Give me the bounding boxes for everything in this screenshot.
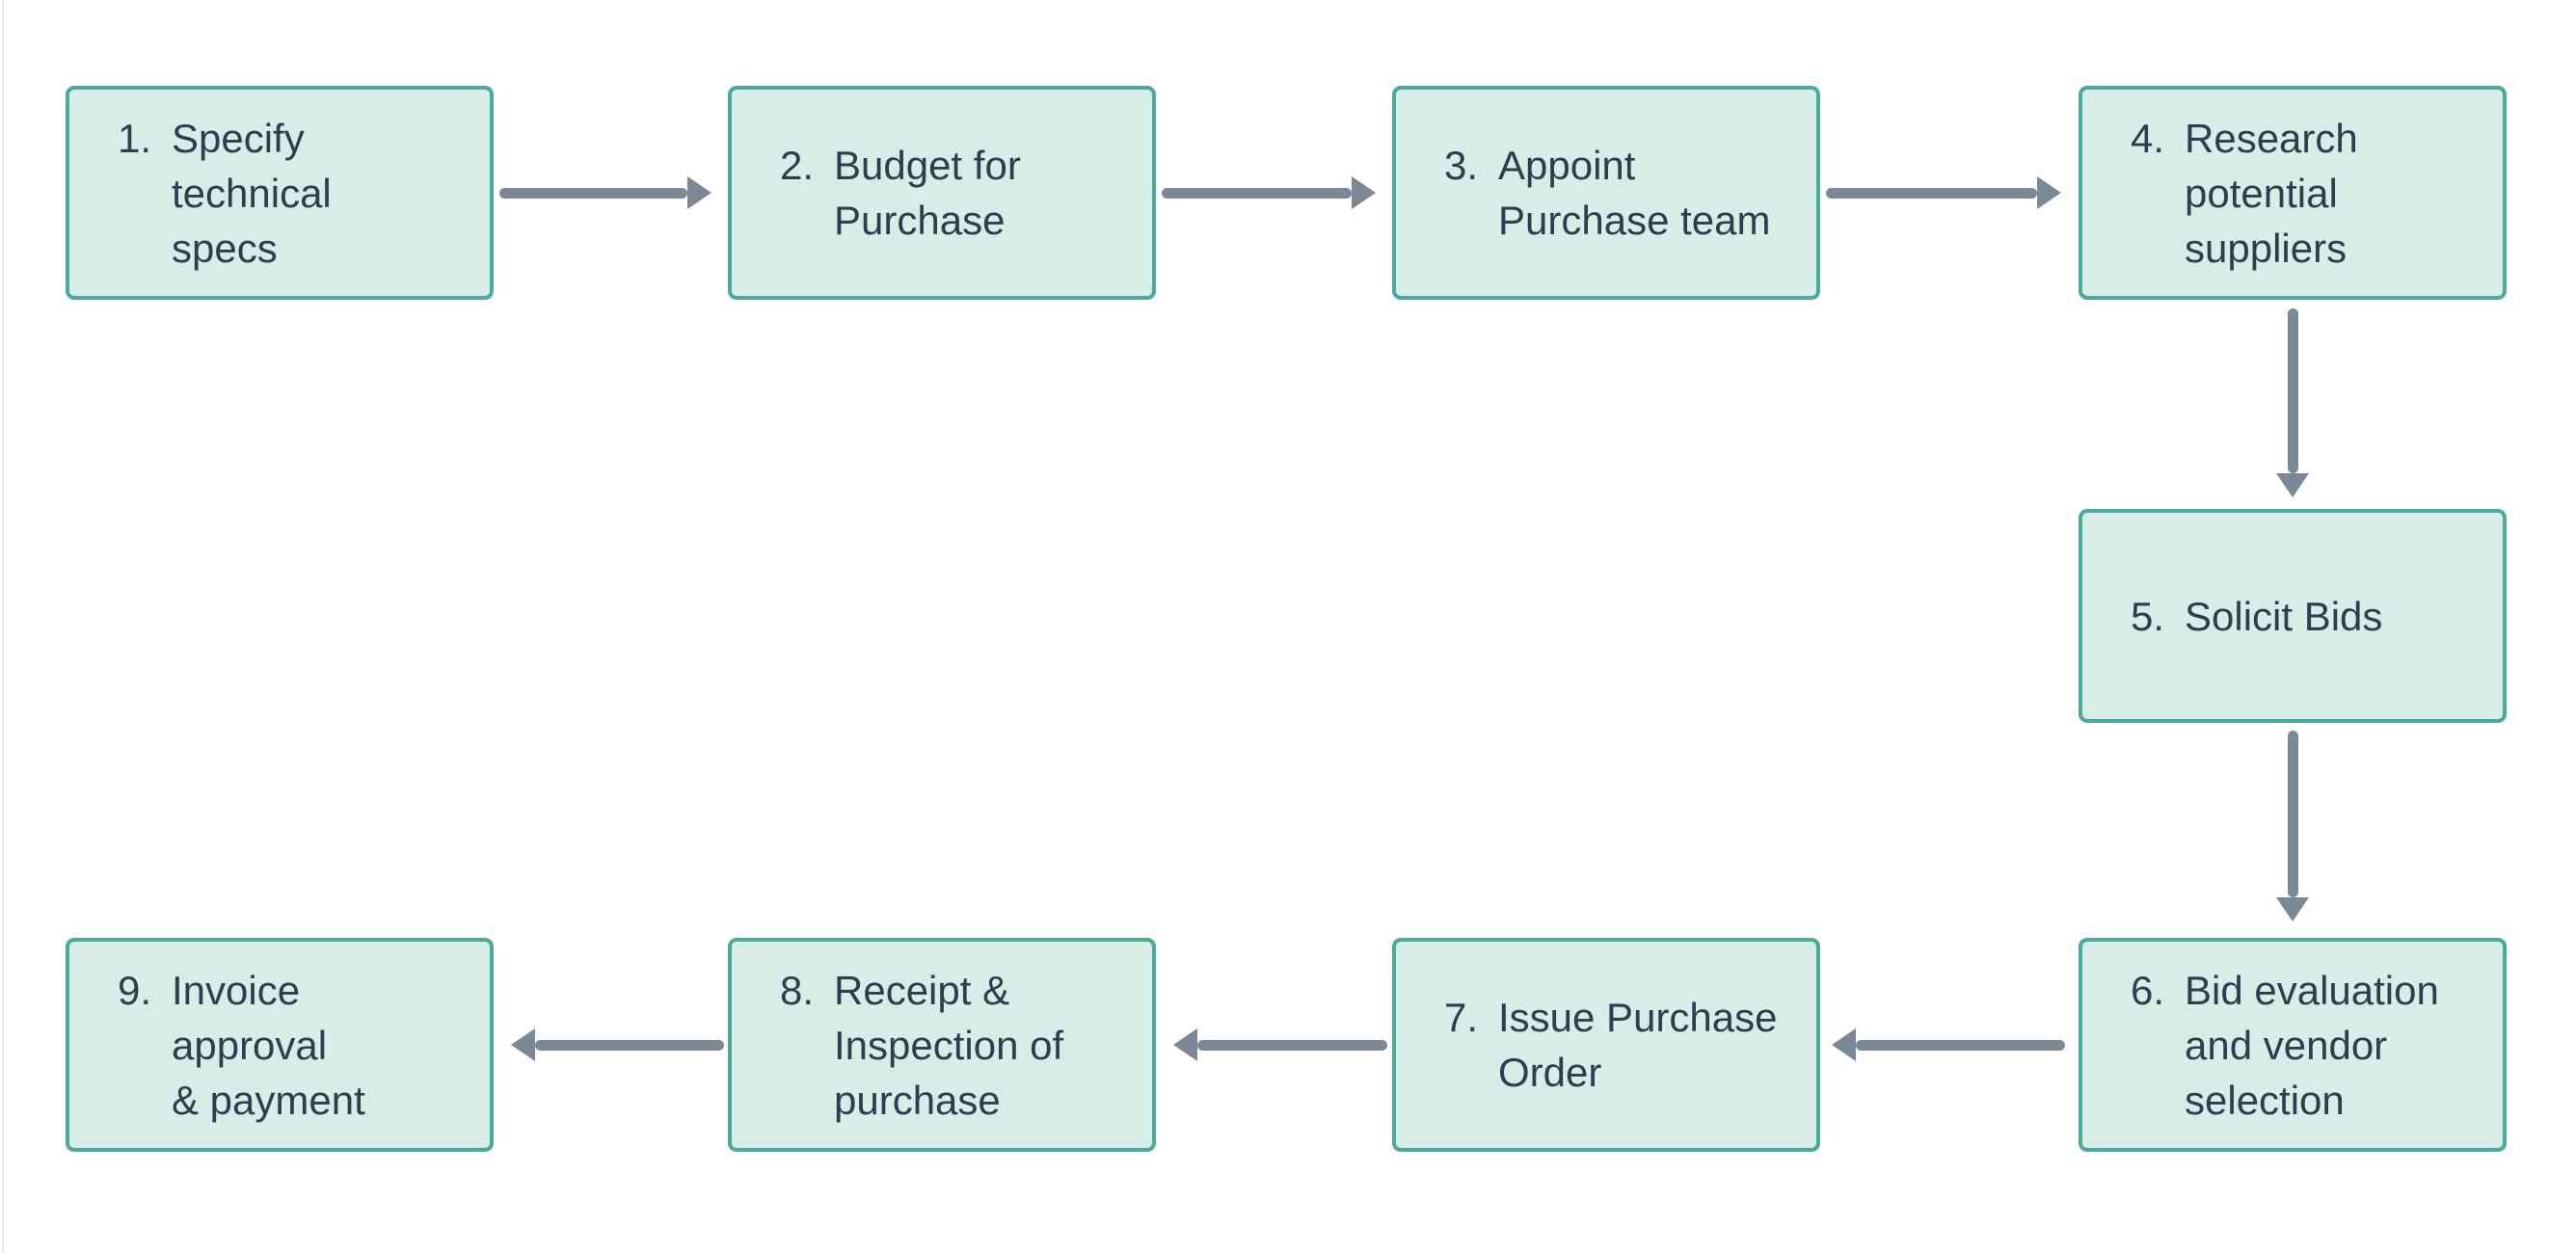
- flow-arrow-4-5: [2275, 308, 2310, 497]
- flow-step-9: 9. Invoice approval & payment: [66, 938, 494, 1152]
- step-5-text: 5. Solicit Bids: [2131, 589, 2382, 644]
- flow-step-8: 8. Receipt & Inspection of purchase: [728, 938, 1156, 1152]
- step-label: Specify technical specs: [172, 115, 332, 271]
- flow-step-2: 2. Budget for Purchase: [728, 86, 1156, 300]
- step-2-text: 2. Budget for Purchase: [780, 138, 1021, 248]
- step-label: Appoint Purchase team: [1498, 143, 1771, 243]
- step-label: Bid evaluation and vendor selection: [2185, 967, 2439, 1123]
- step-number: 4.: [2131, 115, 2165, 161]
- flow-arrow-7-8: [1173, 1027, 1387, 1062]
- step-6-text: 6. Bid evaluation and vendor selection: [2131, 963, 2439, 1128]
- flow-step-3: 3. Appoint Purchase team: [1392, 86, 1820, 300]
- step-label: Solicit Bids: [2185, 593, 2383, 639]
- step-number: 7.: [1444, 995, 1479, 1040]
- step-label: Research potential suppliers: [2185, 115, 2358, 271]
- step-1-text: 1. Specify technical specs: [118, 111, 465, 276]
- step-label: Issue Purchase Order: [1498, 995, 1778, 1095]
- step-number: 6.: [2131, 967, 2165, 1013]
- flow-arrow-5-6: [2275, 731, 2310, 921]
- arrow-shaft: [499, 187, 687, 199]
- arrow-shaft: [1856, 1039, 2065, 1051]
- arrow-shaft: [535, 1039, 724, 1051]
- step-number: 8.: [780, 967, 815, 1013]
- arrow-shaft: [1826, 187, 2037, 199]
- arrowhead-left-icon: [511, 1028, 535, 1061]
- arrowhead-down-icon: [2276, 473, 2309, 497]
- arrowhead-right-icon: [2037, 176, 2061, 209]
- step-4-text: 4. Research potential suppliers: [2131, 111, 2358, 276]
- step-number: 2.: [780, 143, 815, 188]
- arrowhead-down-icon: [2276, 897, 2309, 921]
- arrow-shaft: [2287, 308, 2298, 473]
- step-3-text: 3. Appoint Purchase team: [1444, 138, 1770, 248]
- arrow-shaft: [2287, 731, 2298, 897]
- arrowhead-left-icon: [1832, 1028, 1856, 1061]
- step-label: Budget for Purchase: [834, 143, 1021, 243]
- flow-arrow-1-2: [499, 175, 711, 210]
- flow-step-1: 1. Specify technical specs: [66, 86, 494, 300]
- arrowhead-left-icon: [1173, 1028, 1197, 1061]
- step-number: 9.: [118, 967, 152, 1013]
- arrow-shaft: [1162, 187, 1352, 199]
- arrowhead-right-icon: [687, 176, 711, 209]
- flow-arrow-2-3: [1162, 175, 1376, 210]
- step-number: 1.: [118, 115, 152, 161]
- flow-step-5: 5. Solicit Bids: [2079, 509, 2507, 723]
- step-number: 3.: [1444, 143, 1479, 188]
- flow-arrow-8-9: [511, 1027, 724, 1062]
- step-label: Receipt & Inspection of purchase: [834, 967, 1064, 1123]
- flow-step-6: 6. Bid evaluation and vendor selection: [2079, 938, 2507, 1152]
- step-7-text: 7. Issue Purchase Order: [1444, 990, 1778, 1100]
- step-label: Invoice approval & payment: [172, 967, 365, 1123]
- step-number: 5.: [2131, 593, 2165, 639]
- canvas-edge-line: [2, 0, 4, 1253]
- flow-step-4: 4. Research potential suppliers: [2079, 86, 2507, 300]
- flow-arrow-3-4: [1826, 175, 2061, 210]
- step-9-text: 9. Invoice approval & payment: [118, 963, 465, 1128]
- arrowhead-right-icon: [1352, 176, 1376, 209]
- arrow-shaft: [1197, 1039, 1387, 1051]
- flow-arrow-6-7: [1832, 1027, 2065, 1062]
- step-8-text: 8. Receipt & Inspection of purchase: [780, 963, 1063, 1128]
- flow-step-7: 7. Issue Purchase Order: [1392, 938, 1820, 1152]
